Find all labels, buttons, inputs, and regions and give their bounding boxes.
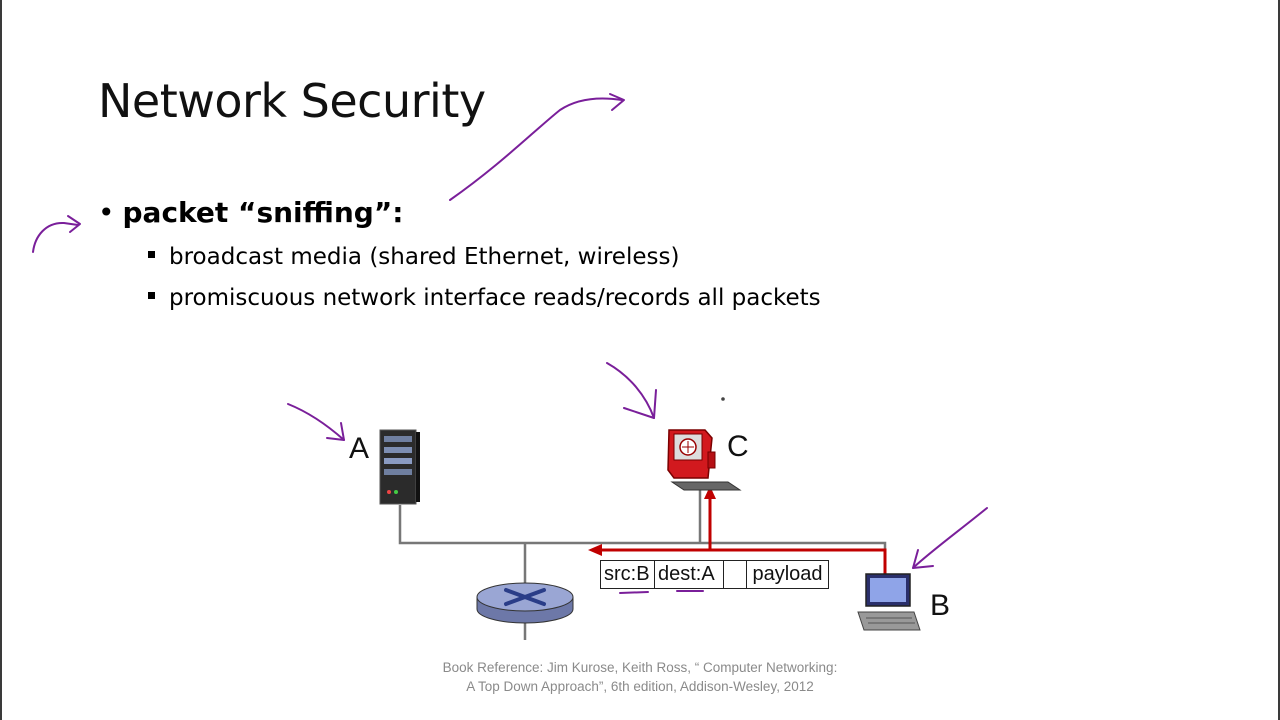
annotation-arrow-c <box>606 362 655 419</box>
main-bullet: •packet “sniffing”: <box>98 196 403 229</box>
host-b-label: B <box>930 589 951 622</box>
host-c-label: C <box>727 430 749 463</box>
laptop-icon <box>857 573 921 631</box>
handwritten-annotations <box>32 93 988 594</box>
annotation-arrow-title <box>449 97 623 201</box>
annotation-arrow-a <box>287 403 345 441</box>
square-bullet-icon <box>148 292 155 299</box>
packet-box: src:B dest:A payload <box>600 560 829 589</box>
book-reference: Book Reference: Jim Kurose, Keith Ross, … <box>442 660 838 694</box>
sniff-flow-arrows <box>600 496 887 575</box>
main-bullet-text: packet “sniffing”: <box>122 196 404 229</box>
slide-title: Network Security <box>98 74 486 128</box>
flow-arrowhead-up <box>704 486 716 499</box>
packet-payload: payload <box>752 563 823 585</box>
slide-left-border <box>0 0 2 720</box>
packet-empty-field <box>724 561 747 588</box>
annotation-underline-src <box>619 591 649 594</box>
host-a-label: A <box>349 432 370 465</box>
flow-arrowhead-left <box>588 544 602 556</box>
sub-bullet-broadcast: broadcast media (shared Ethernet, wirele… <box>148 244 679 270</box>
packet-src: src:B <box>601 561 655 588</box>
slide-right-border <box>1278 0 1280 720</box>
bullet-dot: • <box>98 196 115 229</box>
annotation-arrow-b <box>912 507 988 569</box>
server-icon <box>379 429 420 505</box>
router-icon <box>476 582 574 624</box>
packet-dest: dest:A <box>655 561 724 588</box>
annotation-arrow-bullet <box>32 221 79 253</box>
sniffer-computer-icon <box>667 429 742 491</box>
square-bullet-icon <box>148 251 155 258</box>
sub-bullet-promiscuous: promiscuous network interface reads/reco… <box>148 285 821 311</box>
